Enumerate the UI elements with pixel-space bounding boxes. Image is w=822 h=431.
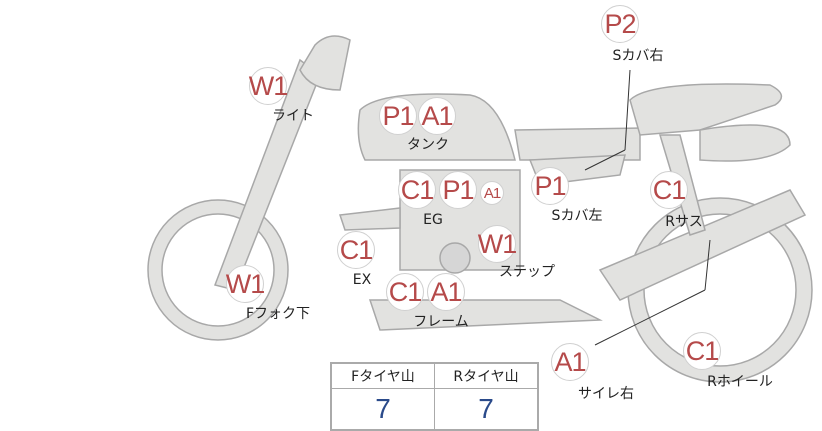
code-badge: P1 bbox=[379, 97, 417, 135]
tire-tread-table: Fタイヤ山 Rタイヤ山 7 7 bbox=[330, 362, 539, 431]
rear-tire-value: 7 bbox=[434, 388, 539, 431]
front-tire-value: 7 bbox=[330, 388, 435, 431]
code-badge: C1 bbox=[650, 171, 688, 209]
silencer bbox=[598, 189, 807, 301]
part-label: ライト bbox=[272, 108, 314, 124]
exhaust-pipe bbox=[338, 207, 401, 231]
part-label: Sカバ右 bbox=[612, 48, 664, 64]
code-badge: W1 bbox=[478, 225, 517, 263]
code-badge: C1 bbox=[386, 273, 424, 311]
code-badge: A1 bbox=[418, 97, 456, 135]
part-label: Rホイール bbox=[707, 374, 773, 390]
seat-frame bbox=[514, 127, 641, 161]
code-badge: C1 bbox=[683, 332, 721, 370]
frame-lower bbox=[368, 299, 603, 331]
part-label: タンク bbox=[407, 137, 449, 153]
code-badge: W1 bbox=[249, 67, 288, 105]
part-label: EX bbox=[352, 272, 372, 288]
code-badge: A1 bbox=[427, 273, 465, 311]
headlight bbox=[299, 35, 351, 91]
part-label: Rサス bbox=[665, 214, 703, 230]
part-label: Fフォク下 bbox=[245, 306, 311, 322]
part-label: ステップ bbox=[499, 264, 555, 280]
code-badge: C1 bbox=[337, 231, 375, 269]
code-badge: C1 bbox=[398, 171, 436, 209]
code-badge: W1 bbox=[226, 265, 265, 303]
part-label: EG bbox=[423, 212, 443, 228]
code-badge: A1 bbox=[480, 181, 504, 205]
part-label: Sカバ左 bbox=[551, 208, 603, 224]
code-badge: P1 bbox=[531, 167, 569, 205]
code-badge: P1 bbox=[439, 171, 477, 209]
seat bbox=[629, 83, 783, 136]
part-label: サイレ右 bbox=[578, 386, 634, 402]
code-badge: A1 bbox=[551, 343, 589, 381]
part-label: フレーム bbox=[413, 314, 469, 330]
front-tire-header: Fタイヤ山 bbox=[330, 362, 435, 389]
code-badge: P2 bbox=[601, 5, 639, 43]
rear-tire-header: Rタイヤ山 bbox=[434, 362, 539, 389]
